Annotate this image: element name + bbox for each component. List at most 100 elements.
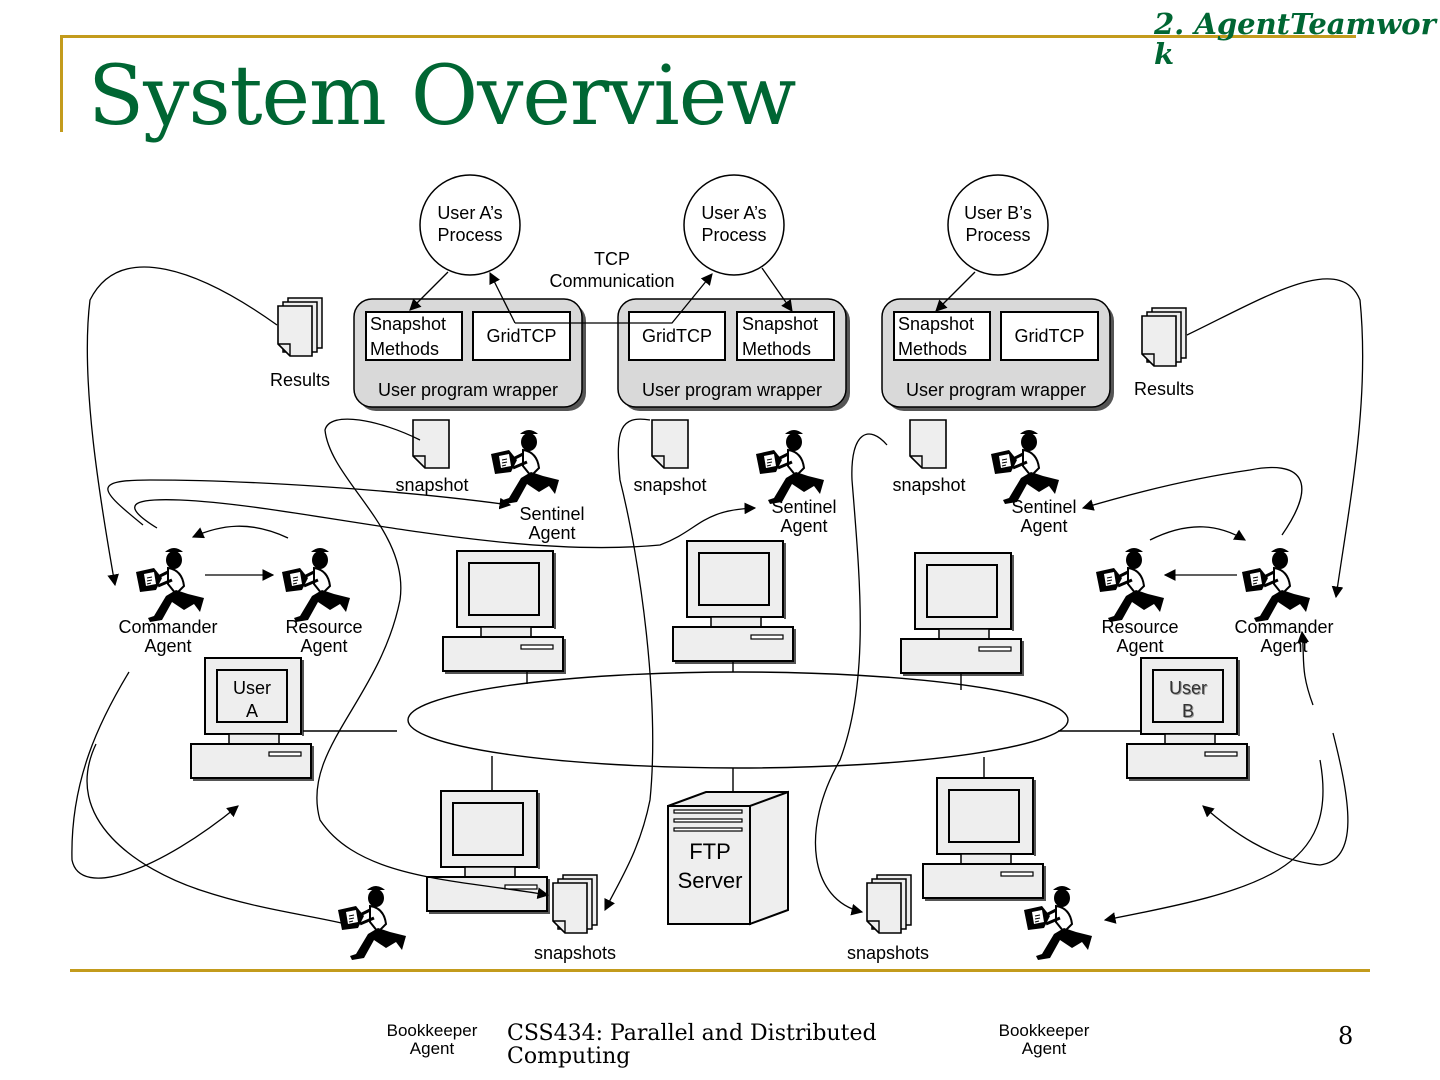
snapshot-doc-icon-2 (651, 419, 689, 469)
sentinel-agent-icon-3 (989, 428, 1061, 506)
tcp-label-line2: Communication (549, 270, 675, 291)
sentinel-label-2-line2: Agent (780, 515, 828, 536)
user-b-label: User B (1153, 677, 1223, 724)
commander-agent-right-icon (1240, 546, 1312, 624)
gridtcp-1: GridTCP (486, 326, 557, 346)
sentinel-agent-icon-2 (754, 428, 826, 506)
gridtcp-3: GridTCP (1014, 326, 1085, 346)
snapshots-docs-icon-2 (866, 874, 912, 934)
bookkeeper-label-left-line2: Agent (409, 1038, 455, 1058)
resource-label-right: Resource Agent (1080, 618, 1200, 656)
snapshot-methods-3-line2: Methods (898, 339, 968, 360)
wrapper-box-3 (881, 298, 1114, 411)
snapshot-methods-1-line2: Methods (370, 339, 440, 360)
resource-label-left-line2: Agent (300, 635, 348, 656)
user-b-label-line2: B (1181, 701, 1194, 722)
commander-label-left-line2: Agent (144, 635, 192, 656)
sentinel-label-2-line1: Sentinel (771, 497, 837, 517)
commander-label-right: Commander Agent (1224, 618, 1344, 656)
process-label-1: User A’s Process (420, 204, 520, 245)
network-ring (303, 662, 1140, 792)
snapshot-label-3: snapshot (892, 475, 966, 495)
user-a-label-line2: A (245, 701, 258, 722)
flow-curves (71, 266, 1364, 926)
bottom-accent-rule (70, 969, 1370, 972)
snapshot-methods-3: Snapshot Methods (898, 312, 974, 362)
snapshots-docs-icon-1 (552, 874, 598, 934)
snapshot-methods-3-line1: Snapshot (898, 314, 975, 334)
resource-agent-right-icon (1094, 546, 1166, 624)
results-right-label: Results (1133, 379, 1195, 399)
sentinel-agent-icon-1 (489, 428, 561, 506)
process-circle-user-b (947, 174, 1049, 276)
wrapper-label-1: User program wrapper (377, 380, 559, 400)
commander-label-right-line1: Commander (1234, 617, 1334, 637)
bookkeeper-label-left: Bookkeeper Agent (372, 1022, 492, 1058)
bookkeeper-label-right-line1: Bookkeeper (998, 1021, 1090, 1040)
wrapper-label-2: User program wrapper (641, 380, 823, 400)
snapshot-methods-1-line1: Snapshot (370, 314, 447, 334)
bookkeeper-label-left-line1: Bookkeeper (386, 1021, 478, 1040)
sentinel-label-2: Sentinel Agent (754, 498, 854, 536)
computer-icon-1 (442, 550, 566, 674)
left-accent-rule (60, 35, 63, 132)
sentinel-label-1: Sentinel Agent (502, 505, 602, 543)
results-left-label: Results (269, 370, 331, 390)
snapshots-label-2: snapshots (846, 943, 930, 963)
snapshot-methods-2-line1: Snapshot (742, 314, 819, 334)
resource-label-left-line1: Resource (285, 617, 363, 637)
resource-label-right-line1: Resource (1101, 617, 1179, 637)
computer-icon-2 (672, 540, 796, 664)
ftp-server-label-line1: FTP (689, 839, 731, 864)
computer-icon-4 (426, 790, 550, 914)
snapshot-doc-icon-3 (909, 419, 947, 469)
user-b-label-line1: User (1168, 678, 1207, 698)
sentinel-label-3-line2: Agent (1020, 515, 1068, 536)
tcp-communication-label: TCP Communication (530, 250, 694, 291)
slide-title: System Overview (88, 49, 796, 144)
commander-label-left-line1: Commander (118, 617, 218, 637)
process-label-1-line2: Process (437, 224, 503, 245)
process-label-3-line1: User B’s (964, 203, 1032, 223)
wrapper-box-1 (353, 298, 586, 411)
snapshots-label-1: snapshots (533, 943, 617, 963)
ftp-server-icon (667, 790, 789, 926)
user-a-label-line1: User (232, 678, 271, 698)
process-label-2-line1: User A’s (701, 203, 767, 223)
gridtcp-2: GridTCP (641, 326, 712, 346)
results-right-docs-icon (1141, 307, 1187, 367)
computer-icon-5 (922, 777, 1046, 901)
sentinel-label-3: Sentinel Agent (994, 498, 1094, 536)
snapshot-methods-2: Snapshot Methods (742, 312, 818, 362)
resource-agent-left-icon (280, 546, 352, 624)
sentinel-label-3-line1: Sentinel (1011, 497, 1077, 517)
bookkeeper-label-right: Bookkeeper Agent (984, 1022, 1104, 1058)
wrapper-label-3: User program wrapper (905, 380, 1087, 400)
commander-agent-left-icon (134, 546, 206, 624)
snapshot-doc-icon-1 (412, 419, 450, 469)
top-accent-rule (60, 35, 1356, 38)
computer-icon-3 (900, 552, 1024, 676)
commander-label-right-line2: Agent (1260, 635, 1308, 656)
process-label-3-line2: Process (965, 224, 1031, 245)
page-number: 8 (1338, 1022, 1354, 1050)
section-label: 2. AgentTeamwork (1154, 7, 1436, 71)
results-left-docs-icon (277, 297, 323, 357)
sentinel-label-1-line1: Sentinel (519, 504, 585, 524)
commander-label-left: Commander Agent (108, 618, 228, 656)
wrapper-box-2 (617, 298, 850, 411)
ftp-server-label-line2: Server (677, 867, 743, 893)
process-label-1-line1: User A’s (437, 203, 503, 223)
process-label-2: User A’s Process (684, 204, 784, 245)
process-label-3: User B’s Process (948, 204, 1048, 245)
user-a-label: User A (217, 677, 287, 724)
resource-label-left: Resource Agent (264, 618, 384, 656)
tcp-label-line1: TCP (594, 249, 630, 269)
sentinel-label-1-line2: Agent (528, 522, 576, 543)
process-circle-user-a-2 (683, 174, 785, 276)
ftp-server-label: FTP Server (668, 838, 752, 895)
resource-label-right-line2: Agent (1116, 635, 1164, 656)
process-arrows (409, 267, 976, 324)
snapshot-label-1: snapshot (395, 475, 469, 495)
